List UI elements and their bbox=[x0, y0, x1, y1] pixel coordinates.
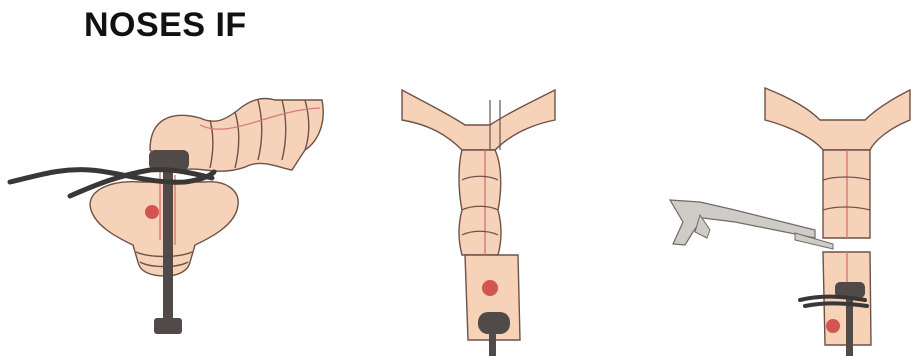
linear-stapler bbox=[670, 200, 833, 249]
panel-3-stapler-transection bbox=[655, 0, 915, 356]
upper-bowel bbox=[765, 88, 910, 150]
anvil-stem bbox=[489, 330, 496, 356]
stump-cuff bbox=[402, 90, 555, 150]
anvil-stem bbox=[846, 298, 853, 356]
panel-1-colon-ligature bbox=[0, 0, 330, 356]
anvil-head bbox=[149, 150, 189, 170]
lesion-marker bbox=[482, 280, 498, 296]
anvil-stem bbox=[163, 170, 173, 320]
panel-2-everted-stump bbox=[390, 0, 570, 356]
lesion-marker bbox=[145, 205, 159, 219]
anvil-base bbox=[154, 318, 182, 334]
lesion-marker bbox=[826, 319, 840, 333]
bowel-trunk bbox=[459, 150, 501, 255]
